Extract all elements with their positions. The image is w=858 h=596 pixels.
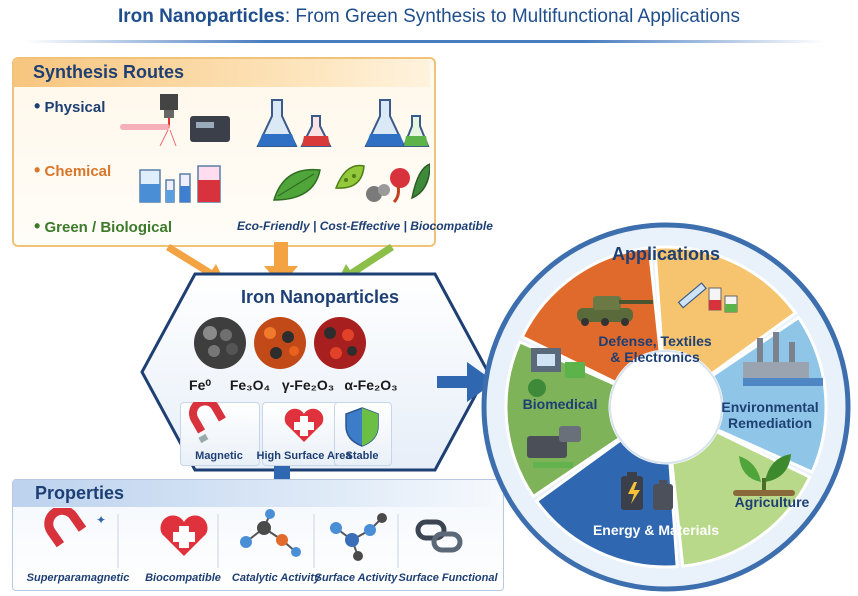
molecule-icon [330,513,387,561]
flask-icon [256,99,332,147]
plant-icon [733,454,795,496]
applications-wheel [481,222,851,592]
sphere-fe3o4 [254,317,306,369]
app-label-line: Remediation [727,415,812,431]
app-energy-materials: Energy & Materials [592,522,720,538]
app-agriculture: Agriculture [734,494,810,510]
app-environmental-remediation: Environmental Remediation [705,399,835,431]
particles-icon [366,184,390,202]
svg-text:✦: ✦ [96,513,106,527]
app-label-line: Defense, Textiles [598,333,712,349]
property-icons: ✦ [44,508,463,568]
np-form-gamma-fe2o3: γ-Fe₂O₃ [281,377,335,393]
properties-title: Properties [35,483,125,503]
wheel-center [609,350,723,464]
synthesis-illustrations [120,94,430,204]
title-divider [25,40,825,43]
page-title: Iron Nanoparticles: From Green Synthesis… [0,6,858,28]
test-tubes-icon [139,165,221,203]
route-chemical: • Chemical [34,160,111,181]
property-catalytic-activity: Catalytic Activity [231,572,321,584]
molecule-icon [240,509,301,557]
route-green-biological: • Green / Biological [34,216,172,237]
shield-icon [345,407,379,447]
engine-icon [527,426,581,468]
route-label: Chemical [44,163,112,180]
app-defense-textiles-electronics: Defense, Textiles & Electronics [580,333,730,365]
chain-icon [415,519,463,553]
title-main: Iron Nanoparticles [118,6,285,27]
feature-icons [189,402,379,447]
flask-icon [364,99,430,147]
factory-icon [743,332,823,386]
synthesis-header-bar [14,59,430,87]
sphere-fe2o3 [314,317,366,369]
feature-label-stable: Stable [345,450,379,462]
app-label-line: & Electronics [610,349,700,365]
property-surface-functional: Surface Functional [398,572,498,584]
property-biocompatible: Biocompatible [145,572,221,584]
bacteria-icon [334,164,365,189]
magnet-icon [189,402,226,444]
route-label: Green / Biological [44,219,173,236]
battery-icon [621,472,673,510]
route-physical: • Physical [34,96,105,117]
app-label-line: Environmental [721,399,819,415]
title-subtitle: : From Green Synthesis to Multifunctiona… [284,6,740,27]
synthesis-panel [12,57,436,247]
magnet-icon: ✦ [44,508,106,548]
nanoparticles-title: Iron Nanoparticles [240,287,400,307]
feature-label-surface-area: High Surface Area [256,450,352,462]
heart-cross-icon [284,408,324,442]
algae-icon [410,163,430,200]
laser-icon [120,94,230,147]
arrow-to-applications [437,362,495,402]
property-surface-activity: Surface Activity [314,572,398,584]
green-benefits-text: Eco-Friendly | Cost-Effective | Biocompa… [237,219,493,233]
applications-title: Applications [611,244,720,264]
leaf-icon [272,168,321,201]
tank-icon [577,296,653,326]
circuit-icon [528,348,585,397]
properties-header-bar [13,480,501,507]
fungi-icon [390,168,410,204]
synthesis-title: Synthesis Routes [33,62,185,82]
app-biomedical: Biomedical [522,396,598,412]
np-form-fe3o4: Fe₃O₄ [229,377,271,393]
property-superparamagnetic: Superparamagnetic [26,572,130,584]
syringe-icon [677,282,738,313]
sphere-fe0 [194,317,246,369]
route-label: Physical [44,99,106,116]
feature-label-magnetic: Magnetic [195,450,243,462]
route-bullet: • [34,96,41,116]
nanoparticle-spheres [194,317,366,369]
heart-cross-icon [160,515,208,556]
route-bullet: • [34,216,41,236]
np-form-alpha-fe2o3: α-Fe₂O₃ [344,377,398,393]
np-form-fe0: Fe⁰ [189,377,211,393]
route-bullet: • [34,160,41,180]
